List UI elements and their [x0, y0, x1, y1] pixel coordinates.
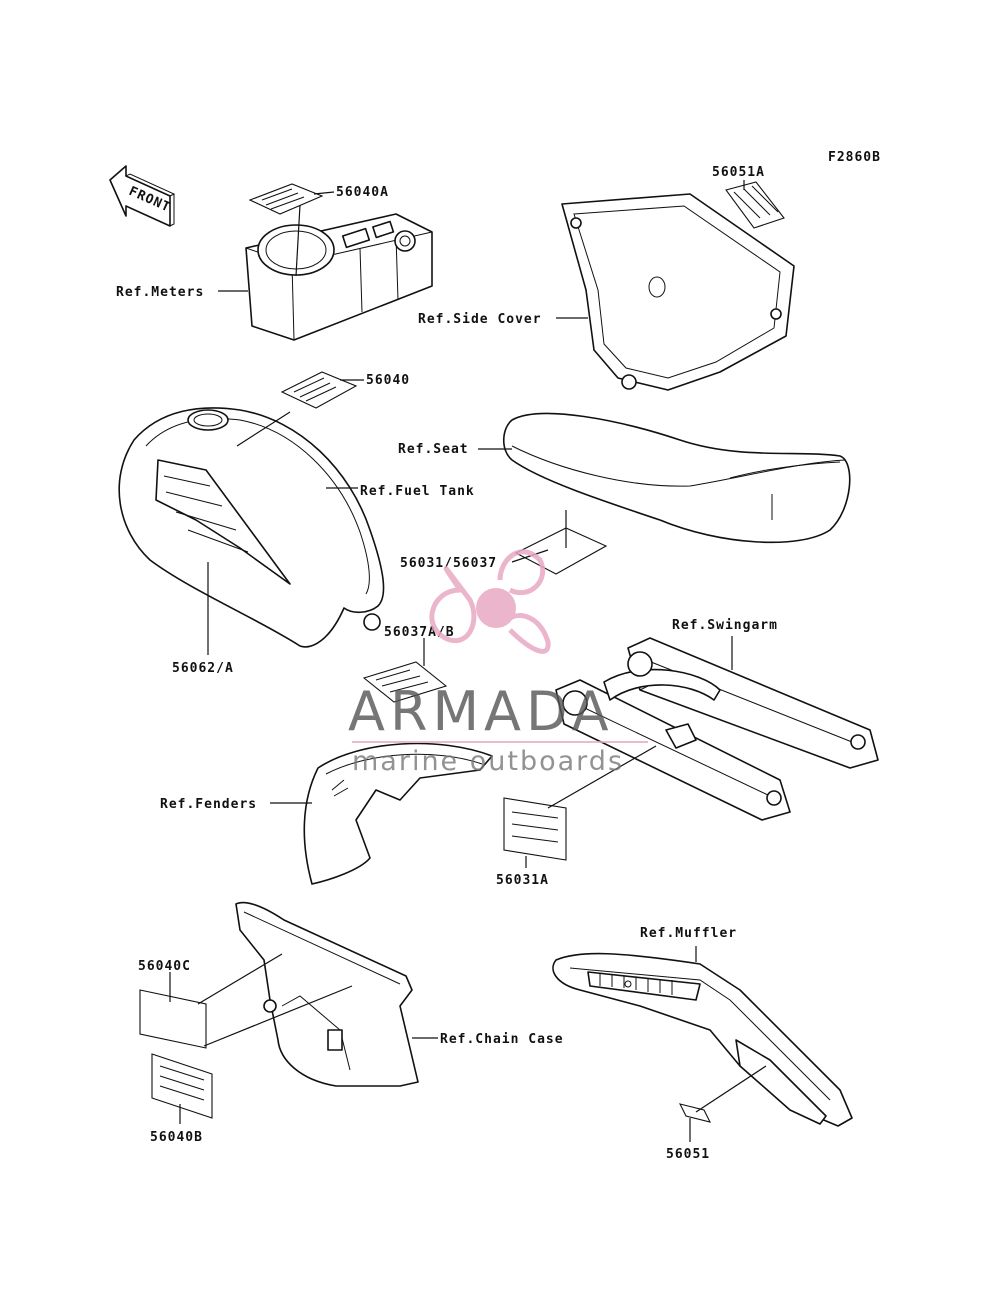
decal-56040C	[139, 989, 207, 1049]
callout-56040B: 56040B	[150, 1130, 203, 1145]
decal-56040B	[151, 1053, 213, 1119]
chain-case-part	[235, 901, 419, 1087]
decal-56040A	[248, 183, 324, 215]
front-arrow-icon: FRONT	[109, 165, 176, 227]
callout-56051A: 56051A	[712, 165, 765, 180]
callout-56040C: 56040C	[138, 959, 191, 974]
muffler-part	[552, 952, 853, 1127]
decal-56051A	[725, 181, 785, 229]
watermark-tagline: marine outboards	[352, 746, 624, 777]
callout-56051: 56051	[666, 1147, 710, 1162]
callout-56040A: 56040A	[336, 185, 389, 200]
callout-56040: 56040	[366, 373, 410, 388]
callout-56031A: 56031A	[496, 873, 549, 888]
fuel-tank-part	[118, 371, 385, 648]
callout-ref-muffler: Ref.Muffler	[640, 926, 737, 941]
fenders-part	[303, 742, 493, 885]
callout-ref-side-cover: Ref.Side Cover	[418, 312, 542, 327]
watermark-brand: ARMADA	[348, 680, 614, 743]
callout-ref-chain-case: Ref.Chain Case	[440, 1032, 564, 1047]
callout-ref-meters: Ref.Meters	[116, 285, 204, 300]
figure-code: F2860B	[828, 150, 881, 165]
watermark: ARMADA marine outboards	[348, 549, 648, 777]
decal-56051	[678, 1103, 712, 1123]
decal-56031A	[503, 797, 567, 861]
side-cover-part	[561, 181, 795, 391]
decal-56037AB	[362, 661, 448, 703]
decal-56040	[280, 371, 358, 409]
callout-ref-swingarm: Ref.Swingarm	[672, 618, 778, 633]
meters-part	[245, 183, 433, 341]
callout-ref-fuel-tank: Ref.Fuel Tank	[360, 484, 475, 499]
swingarm-part	[503, 637, 879, 861]
propeller-icon	[429, 549, 551, 654]
callout-56031-56037: 56031/56037	[400, 556, 497, 571]
callout-ref-fenders: Ref.Fenders	[160, 797, 257, 812]
callout-ref-seat: Ref.Seat	[398, 442, 469, 457]
seat-part	[502, 412, 851, 575]
callout-56062A: 56062/A	[172, 661, 234, 676]
